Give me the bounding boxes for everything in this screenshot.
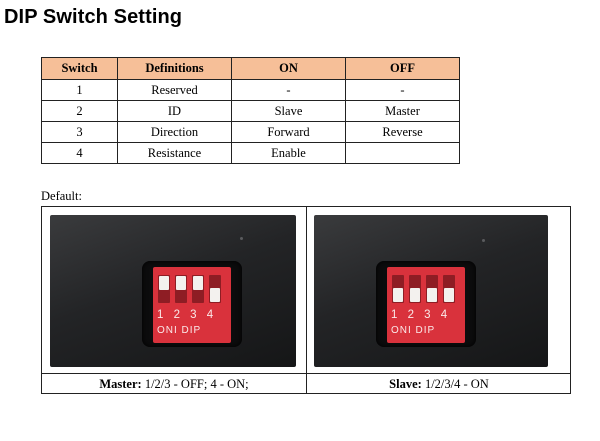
- table-row: 3 Direction Forward Reverse: [41, 121, 460, 143]
- cell-off: Reverse: [345, 121, 460, 143]
- cell-on: Slave: [231, 100, 346, 122]
- switch-marking: ONI DIP: [391, 325, 436, 336]
- screw-icon: [240, 237, 243, 240]
- cell-definition: Reserved: [117, 79, 232, 101]
- photo-divider: [306, 207, 307, 393]
- switch-slot-3: [192, 275, 204, 303]
- cell-off: [345, 142, 460, 164]
- cell-off: Master: [345, 100, 460, 122]
- default-label: Default:: [41, 189, 82, 203]
- switch-slot-4: [443, 275, 455, 303]
- cell-off: -: [345, 79, 460, 101]
- switch-recess: 1 2 3 4 ONI DIP: [376, 261, 476, 347]
- cell-on: Enable: [231, 142, 346, 164]
- table-header-row: Switch Definitions ON OFF: [41, 57, 460, 80]
- cell-switch: 4: [41, 142, 118, 164]
- switch-slot-2: [409, 275, 421, 303]
- dip-switch-block: 1 2 3 4 ONI DIP: [153, 267, 231, 343]
- switch-knob: [427, 288, 437, 302]
- switch-knob: [176, 276, 186, 290]
- default-photos-table: 1 2 3 4 ONI DIP 1 2 3 4 ONI DIP Master: …: [41, 206, 571, 394]
- cell-definition: ID: [117, 100, 232, 122]
- cell-definition: Resistance: [117, 142, 232, 164]
- switch-knob: [410, 288, 420, 302]
- switch-marking: ONI DIP: [157, 325, 202, 336]
- switch-knob: [444, 288, 454, 302]
- switch-knob: [393, 288, 403, 302]
- master-photo: 1 2 3 4 ONI DIP: [50, 215, 296, 367]
- switch-numbers: 1 2 3 4: [157, 309, 217, 321]
- dip-switch-table: Switch Definitions ON OFF 1 Reserved - -…: [41, 57, 460, 164]
- switch-slot-1: [392, 275, 404, 303]
- header-switch: Switch: [41, 57, 118, 80]
- table-row: 2 ID Slave Master: [41, 100, 460, 122]
- cell-switch: 3: [41, 121, 118, 143]
- switch-slot-4: [209, 275, 221, 303]
- slave-caption-text: 1/2/3/4 - ON: [421, 377, 489, 391]
- page-title: DIP Switch Setting: [4, 6, 183, 28]
- master-caption: Master: 1/2/3 - OFF; 4 - ON;: [42, 377, 306, 392]
- master-caption-label: Master:: [99, 377, 142, 391]
- screw-icon: [482, 239, 485, 242]
- master-caption-text: 1/2/3 - OFF; 4 - ON;: [141, 377, 249, 391]
- slave-caption: Slave: 1/2/3/4 - ON: [307, 377, 571, 392]
- dip-switch-block: 1 2 3 4 ONI DIP: [387, 267, 465, 343]
- cell-on: Forward: [231, 121, 346, 143]
- switch-knob: [159, 276, 169, 290]
- slave-caption-label: Slave:: [389, 377, 422, 391]
- table-row: 4 Resistance Enable: [41, 142, 460, 164]
- switch-numbers: 1 2 3 4: [391, 309, 451, 321]
- switch-slot-3: [426, 275, 438, 303]
- header-on: ON: [231, 57, 346, 80]
- switch-recess: 1 2 3 4 ONI DIP: [142, 261, 242, 347]
- cell-switch: 1: [41, 79, 118, 101]
- table-row: 1 Reserved - -: [41, 79, 460, 101]
- cell-on: -: [231, 79, 346, 101]
- header-off: OFF: [345, 57, 460, 80]
- slave-photo: 1 2 3 4 ONI DIP: [314, 215, 548, 367]
- cell-switch: 2: [41, 100, 118, 122]
- header-definitions: Definitions: [117, 57, 232, 80]
- switch-slot-1: [158, 275, 170, 303]
- switch-slot-2: [175, 275, 187, 303]
- switch-knob: [193, 276, 203, 290]
- caption-divider: [42, 373, 570, 374]
- cell-definition: Direction: [117, 121, 232, 143]
- switch-knob: [210, 288, 220, 302]
